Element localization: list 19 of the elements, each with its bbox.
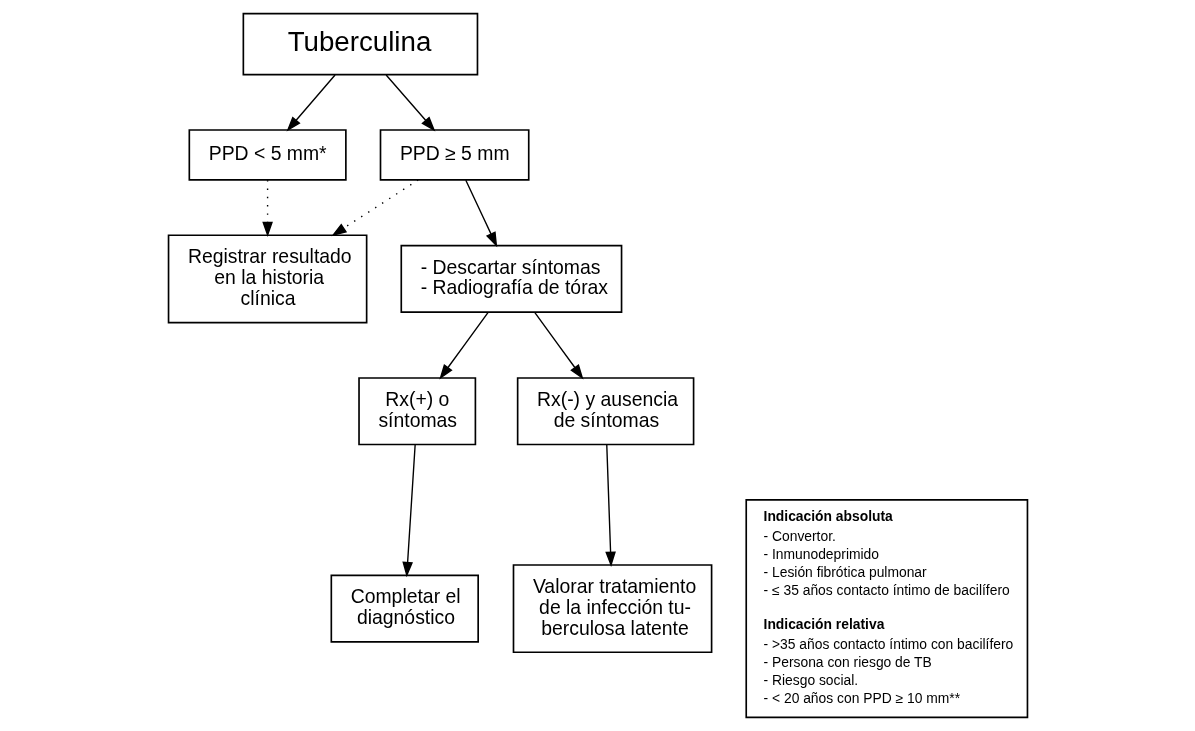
node-box: Tuberculina <box>242 12 478 76</box>
arrow <box>533 311 583 380</box>
arrow <box>330 179 419 237</box>
arrow <box>438 311 489 380</box>
arrow <box>464 179 497 248</box>
arrow <box>384 74 435 132</box>
node-box: Rx(+) o síntomas <box>357 377 476 446</box>
node-box: PPD < 5 mm* <box>188 129 347 181</box>
node-box: - Descartar síntomas - Radiografía de tórax <box>399 244 622 313</box>
arrow <box>261 179 273 238</box>
node-box: PPD ≥ 5 mm <box>379 129 530 181</box>
node-box: Valorar tratamiento de la infección tu- berculosa latente <box>512 564 712 654</box>
node-box: Rx(-) y ausencia de síntomas <box>516 377 694 446</box>
node-box: Registrar resultado en la historia clínica <box>167 234 367 324</box>
node-box: Completar el diagnóstico <box>330 574 479 643</box>
arrow <box>401 444 416 578</box>
arrow <box>286 74 336 132</box>
arrow <box>604 444 616 567</box>
node-box: Indicación absoluta - Convertor. - Inmunodeprimido - Lesión fibrótica pulmonar - ≤ 35 años contacto íntimo de bacilífero Indicación relativa - >35 años contacto íntimo con bacilífero - Persona con riesgo de TB - Riesgo social. - < 20 años con PPD ≥ 10 mm** <box>744 499 1028 719</box>
